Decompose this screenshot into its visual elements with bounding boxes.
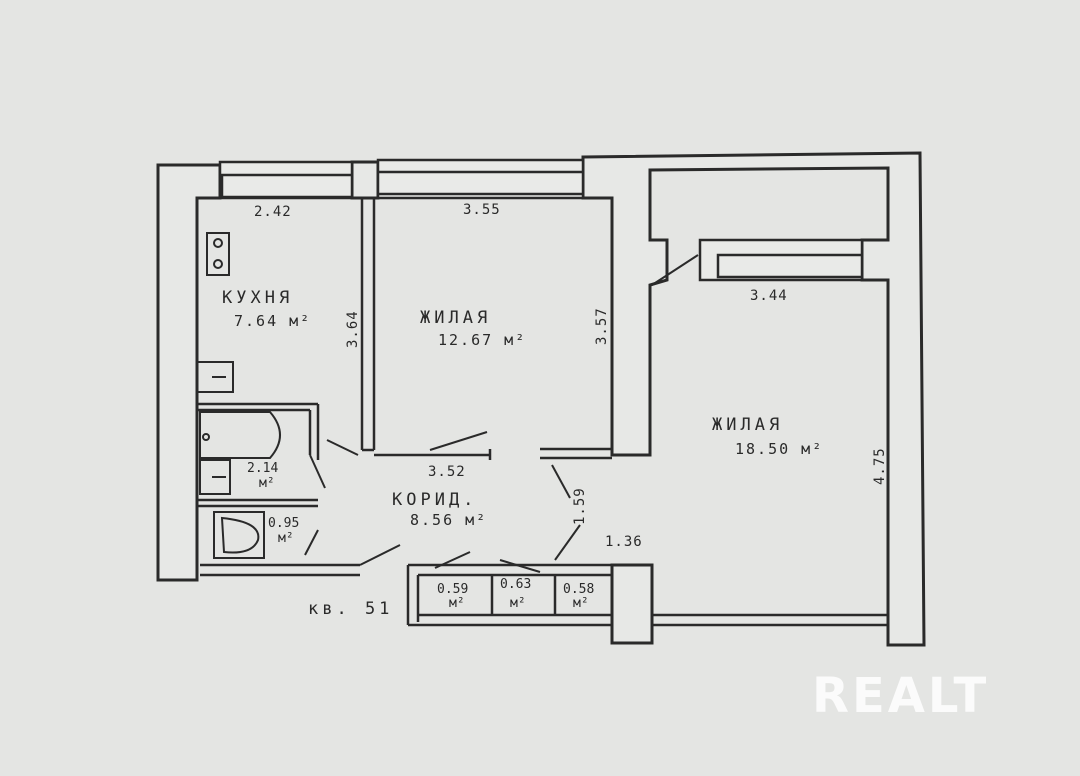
living-room-2-area: 18.50 м² [735, 440, 823, 458]
storage-3-area: 0.58 [563, 582, 594, 597]
entry-width-dimension: 1.36 [605, 534, 643, 550]
toilet-fixture [213, 511, 265, 559]
exterior-walls [156, 151, 926, 647]
kitchen-area: 7.64 м² [234, 312, 311, 330]
living-room-1-name: ЖИЛАЯ [420, 308, 491, 328]
bathroom-unit: м² [259, 476, 275, 491]
storage-3-unit: м² [573, 596, 589, 611]
living-room-2-depth-dimension: 4.75 [872, 447, 888, 485]
storage-2-area: 0.63 [500, 577, 531, 592]
door-swings [304, 254, 699, 573]
apartment-number: кв. 51 [308, 599, 393, 619]
corridor-name: КОРИД. [392, 490, 477, 510]
toilet-unit: м² [278, 531, 294, 546]
corridor-area: 8.56 м² [410, 511, 487, 529]
kitchen-sink-fixture [196, 361, 234, 393]
interior-walls [197, 198, 888, 627]
living-room-1-depth-dimension: 3.57 [594, 307, 610, 345]
corridor-width-dimension: 3.52 [428, 464, 466, 480]
kitchen-name: КУХНЯ [222, 288, 293, 308]
living-room-2-name: ЖИЛАЯ [712, 415, 783, 435]
kitchen-width-dimension: 2.42 [254, 204, 292, 220]
stove-fixture [206, 232, 230, 276]
bath-sink-fixture [199, 459, 231, 495]
living-room-1-width-dimension: 3.55 [463, 202, 501, 218]
corridor-depth-dimension: 1.59 [572, 487, 588, 525]
toilet-area: 0.95 [268, 516, 299, 531]
realt-watermark-logo: REALT [812, 668, 990, 724]
windows [218, 158, 864, 282]
living-room-1-area: 12.67 м² [438, 331, 526, 349]
bathroom-area: 2.14 [247, 461, 278, 476]
storage-2-unit: м² [510, 596, 526, 611]
storage-1-area: 0.59 [437, 582, 468, 597]
kitchen-depth-dimension: 3.64 [345, 310, 361, 348]
bathtub-fixture [199, 411, 281, 459]
storage-1-unit: м² [449, 596, 465, 611]
living-room-2-width-dimension: 3.44 [750, 288, 788, 304]
